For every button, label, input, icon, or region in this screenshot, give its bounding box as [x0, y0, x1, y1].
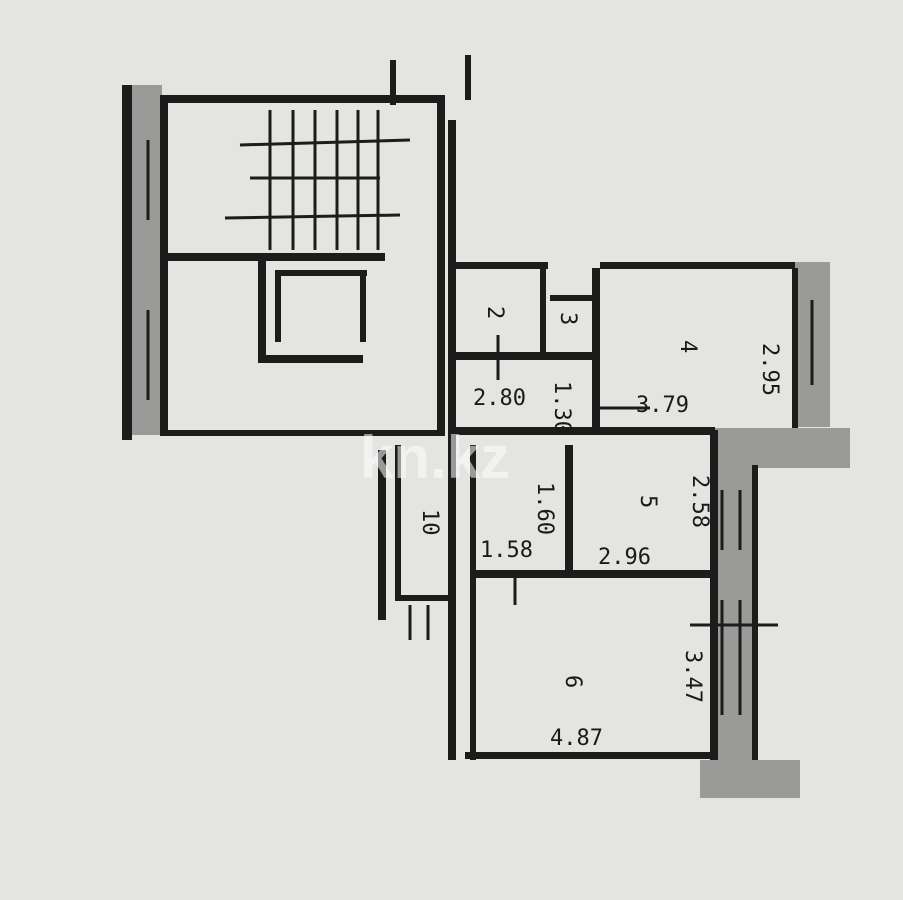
dimension-label: 3.47 [680, 650, 705, 703]
room-number: 4 [675, 340, 700, 353]
dimension-label: 1.60 [532, 482, 557, 535]
dimension-label: 1.30 [549, 381, 574, 434]
room-number: 6 [560, 675, 585, 688]
watermark: kn.kz [360, 424, 510, 491]
dimension-label: 2.95 [757, 343, 782, 396]
room-number: 2 [482, 306, 507, 319]
dimension-label: 2.58 [687, 475, 712, 528]
apartment [378, 120, 850, 798]
dimension-label: 2.80 [473, 386, 526, 411]
room-number: 10 [417, 509, 442, 536]
dimension-label: 2.96 [598, 545, 651, 570]
dimension-label: 1.58 [480, 538, 533, 563]
dimension-label: 3.79 [636, 393, 689, 418]
dimension-label: 4.87 [550, 726, 603, 751]
stairwell [122, 55, 471, 440]
room-number: 3 [555, 312, 580, 325]
room-number: 5 [635, 495, 660, 508]
